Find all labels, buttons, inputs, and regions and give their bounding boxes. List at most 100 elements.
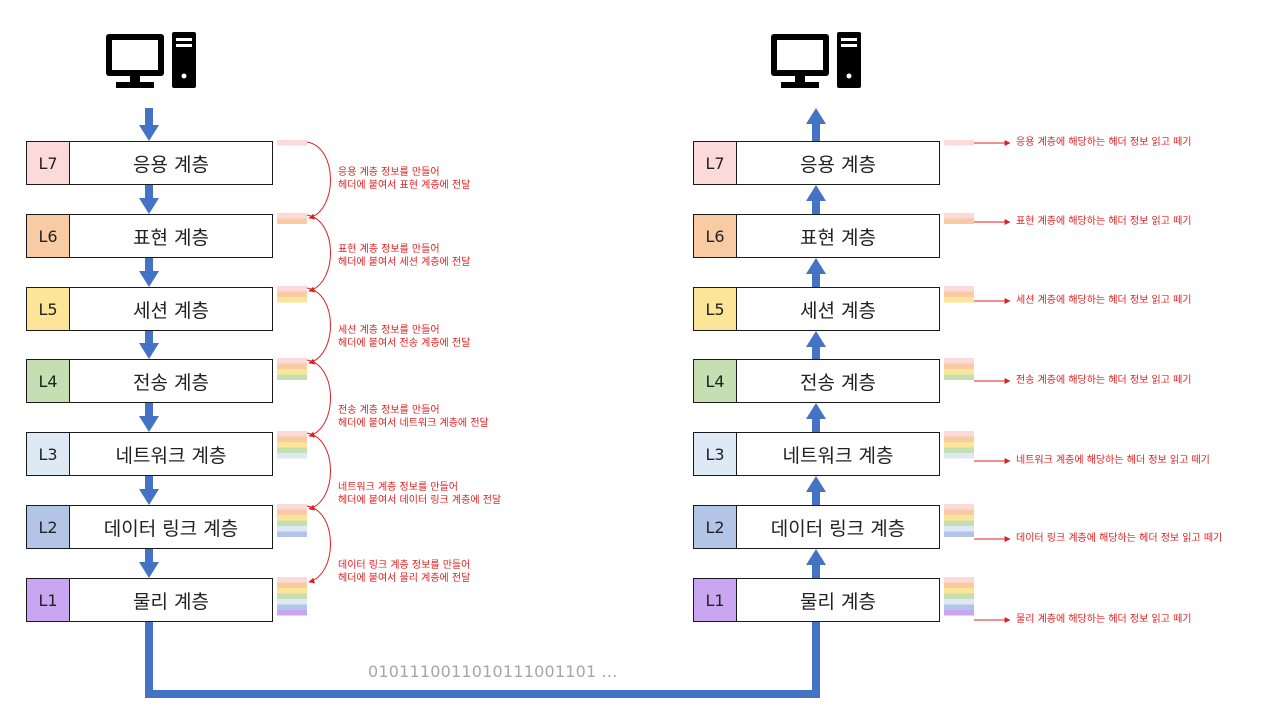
encapsulate-arrow (306, 287, 331, 365)
header-strip (944, 140, 974, 146)
down-arrow (139, 258, 159, 287)
sender-headers (277, 140, 307, 146)
receiver-note-l6: 표현 계층에 해당하는 헤더 정보 읽고 떼기 (1016, 216, 1192, 227)
header-strip (944, 610, 974, 616)
header-strip (944, 593, 974, 599)
header-strip (277, 213, 307, 219)
down-arrow (139, 108, 159, 141)
header-strip (944, 442, 974, 448)
receiver-headers (944, 213, 974, 224)
layer-name: 표현 계층 (69, 214, 273, 258)
header-strip (277, 520, 307, 526)
layer-name: 표현 계층 (736, 214, 940, 258)
encapsulate-arrow (306, 432, 331, 511)
note-line: 헤더에 붙여서 네트워크 계층에 전달 (338, 418, 489, 429)
layer-name: 네트워크 계층 (69, 432, 273, 476)
layer-badge: L3 (693, 432, 736, 476)
header-strip (277, 588, 307, 594)
receiver-headers (944, 140, 974, 146)
header-strip (944, 447, 974, 453)
header-strip (277, 531, 307, 537)
header-strip (277, 577, 307, 583)
header-strip (944, 286, 974, 292)
header-strip (944, 453, 974, 459)
header-strip (277, 593, 307, 599)
up-arrow (806, 476, 826, 505)
receiver-headers (944, 431, 974, 459)
header-strip (277, 604, 307, 610)
note-line: 네트워크 계층 정보를 만들어 (338, 482, 458, 493)
up-arrow (806, 331, 826, 359)
header-strip (277, 582, 307, 588)
receiver-headers (944, 358, 974, 380)
layer-name: 전송 계층 (736, 359, 940, 403)
header-strip (277, 599, 307, 605)
layer-badge: L5 (693, 287, 736, 331)
header-strip (277, 610, 307, 616)
header-strip (944, 509, 974, 515)
header-strip (944, 363, 974, 369)
header-strip (944, 358, 974, 364)
sender-headers (277, 431, 307, 459)
receiver-headers (944, 577, 974, 616)
up-arrow (806, 403, 826, 432)
layer-badge: L2 (693, 505, 736, 549)
sender-headers (277, 504, 307, 537)
up-arrow (806, 185, 826, 214)
header-strip (944, 604, 974, 610)
header-strip (277, 358, 307, 364)
layer-name: 응용 계층 (69, 141, 273, 185)
layer-badge: L6 (693, 214, 736, 258)
header-strip (277, 526, 307, 532)
header-strip (944, 218, 974, 224)
note-line: 세션 계층 정보를 만들어 (338, 325, 440, 336)
layer-badge: L4 (26, 359, 69, 403)
sender-headers (277, 286, 307, 303)
note-line: 헤더에 붙여서 전송 계층에 전달 (338, 338, 471, 349)
header-strip (277, 363, 307, 369)
sender-note-l4: 전송 계층 정보를 만들어 헤더에 붙여서 네트워크 계층에 전달 (338, 404, 489, 430)
layer-name: 세션 계층 (69, 287, 273, 331)
header-strip (944, 526, 974, 532)
up-arrow (806, 258, 826, 287)
header-strip (944, 291, 974, 297)
header-strip (944, 577, 974, 583)
note-line: 헤더에 붙여서 물리 계층에 전달 (338, 573, 471, 584)
layer-badge: L6 (26, 214, 69, 258)
header-strip (944, 599, 974, 605)
computer-icon (106, 32, 196, 88)
encapsulate-arrow (306, 141, 331, 220)
sender-note-l2: 데이터 링크 계층 정보를 만들어 헤더에 붙여서 물리 계층에 전달 (338, 559, 470, 585)
header-strip (944, 369, 974, 375)
header-strip (277, 509, 307, 515)
down-arrow (139, 476, 159, 505)
transmission-line (145, 622, 820, 698)
layer-badge: L1 (26, 578, 69, 622)
encapsulate-arrow (306, 214, 331, 293)
header-strip (944, 582, 974, 588)
layer-badge: L2 (26, 505, 69, 549)
receiver-note-l2: 데이터 링크 계층에 해당하는 헤더 정보 읽고 떼기 (1016, 533, 1223, 544)
header-strip (277, 453, 307, 459)
sender-note-l6: 표현 계층 정보를 만들어 헤더에 붙여서 세션 계층에 전달 (338, 243, 470, 269)
header-strip (277, 436, 307, 442)
down-arrow (139, 331, 159, 359)
computer-icon (771, 32, 861, 88)
header-strip (944, 515, 974, 521)
up-arrow (806, 108, 826, 141)
receiver-note-l5: 세션 계층에 해당하는 헤더 정보 읽고 떼기 (1016, 295, 1192, 306)
header-strip (277, 286, 307, 292)
layer-name: 물리 계층 (69, 578, 273, 622)
receiver-note-l4: 전송 계층에 해당하는 헤더 정보 읽고 떼기 (1016, 375, 1192, 386)
note-line: 표현 계층 정보를 만들어 (338, 244, 440, 255)
layer-badge: L3 (26, 432, 69, 476)
layer-name: 물리 계층 (736, 578, 940, 622)
header-strip (277, 291, 307, 297)
header-strip (277, 140, 307, 146)
